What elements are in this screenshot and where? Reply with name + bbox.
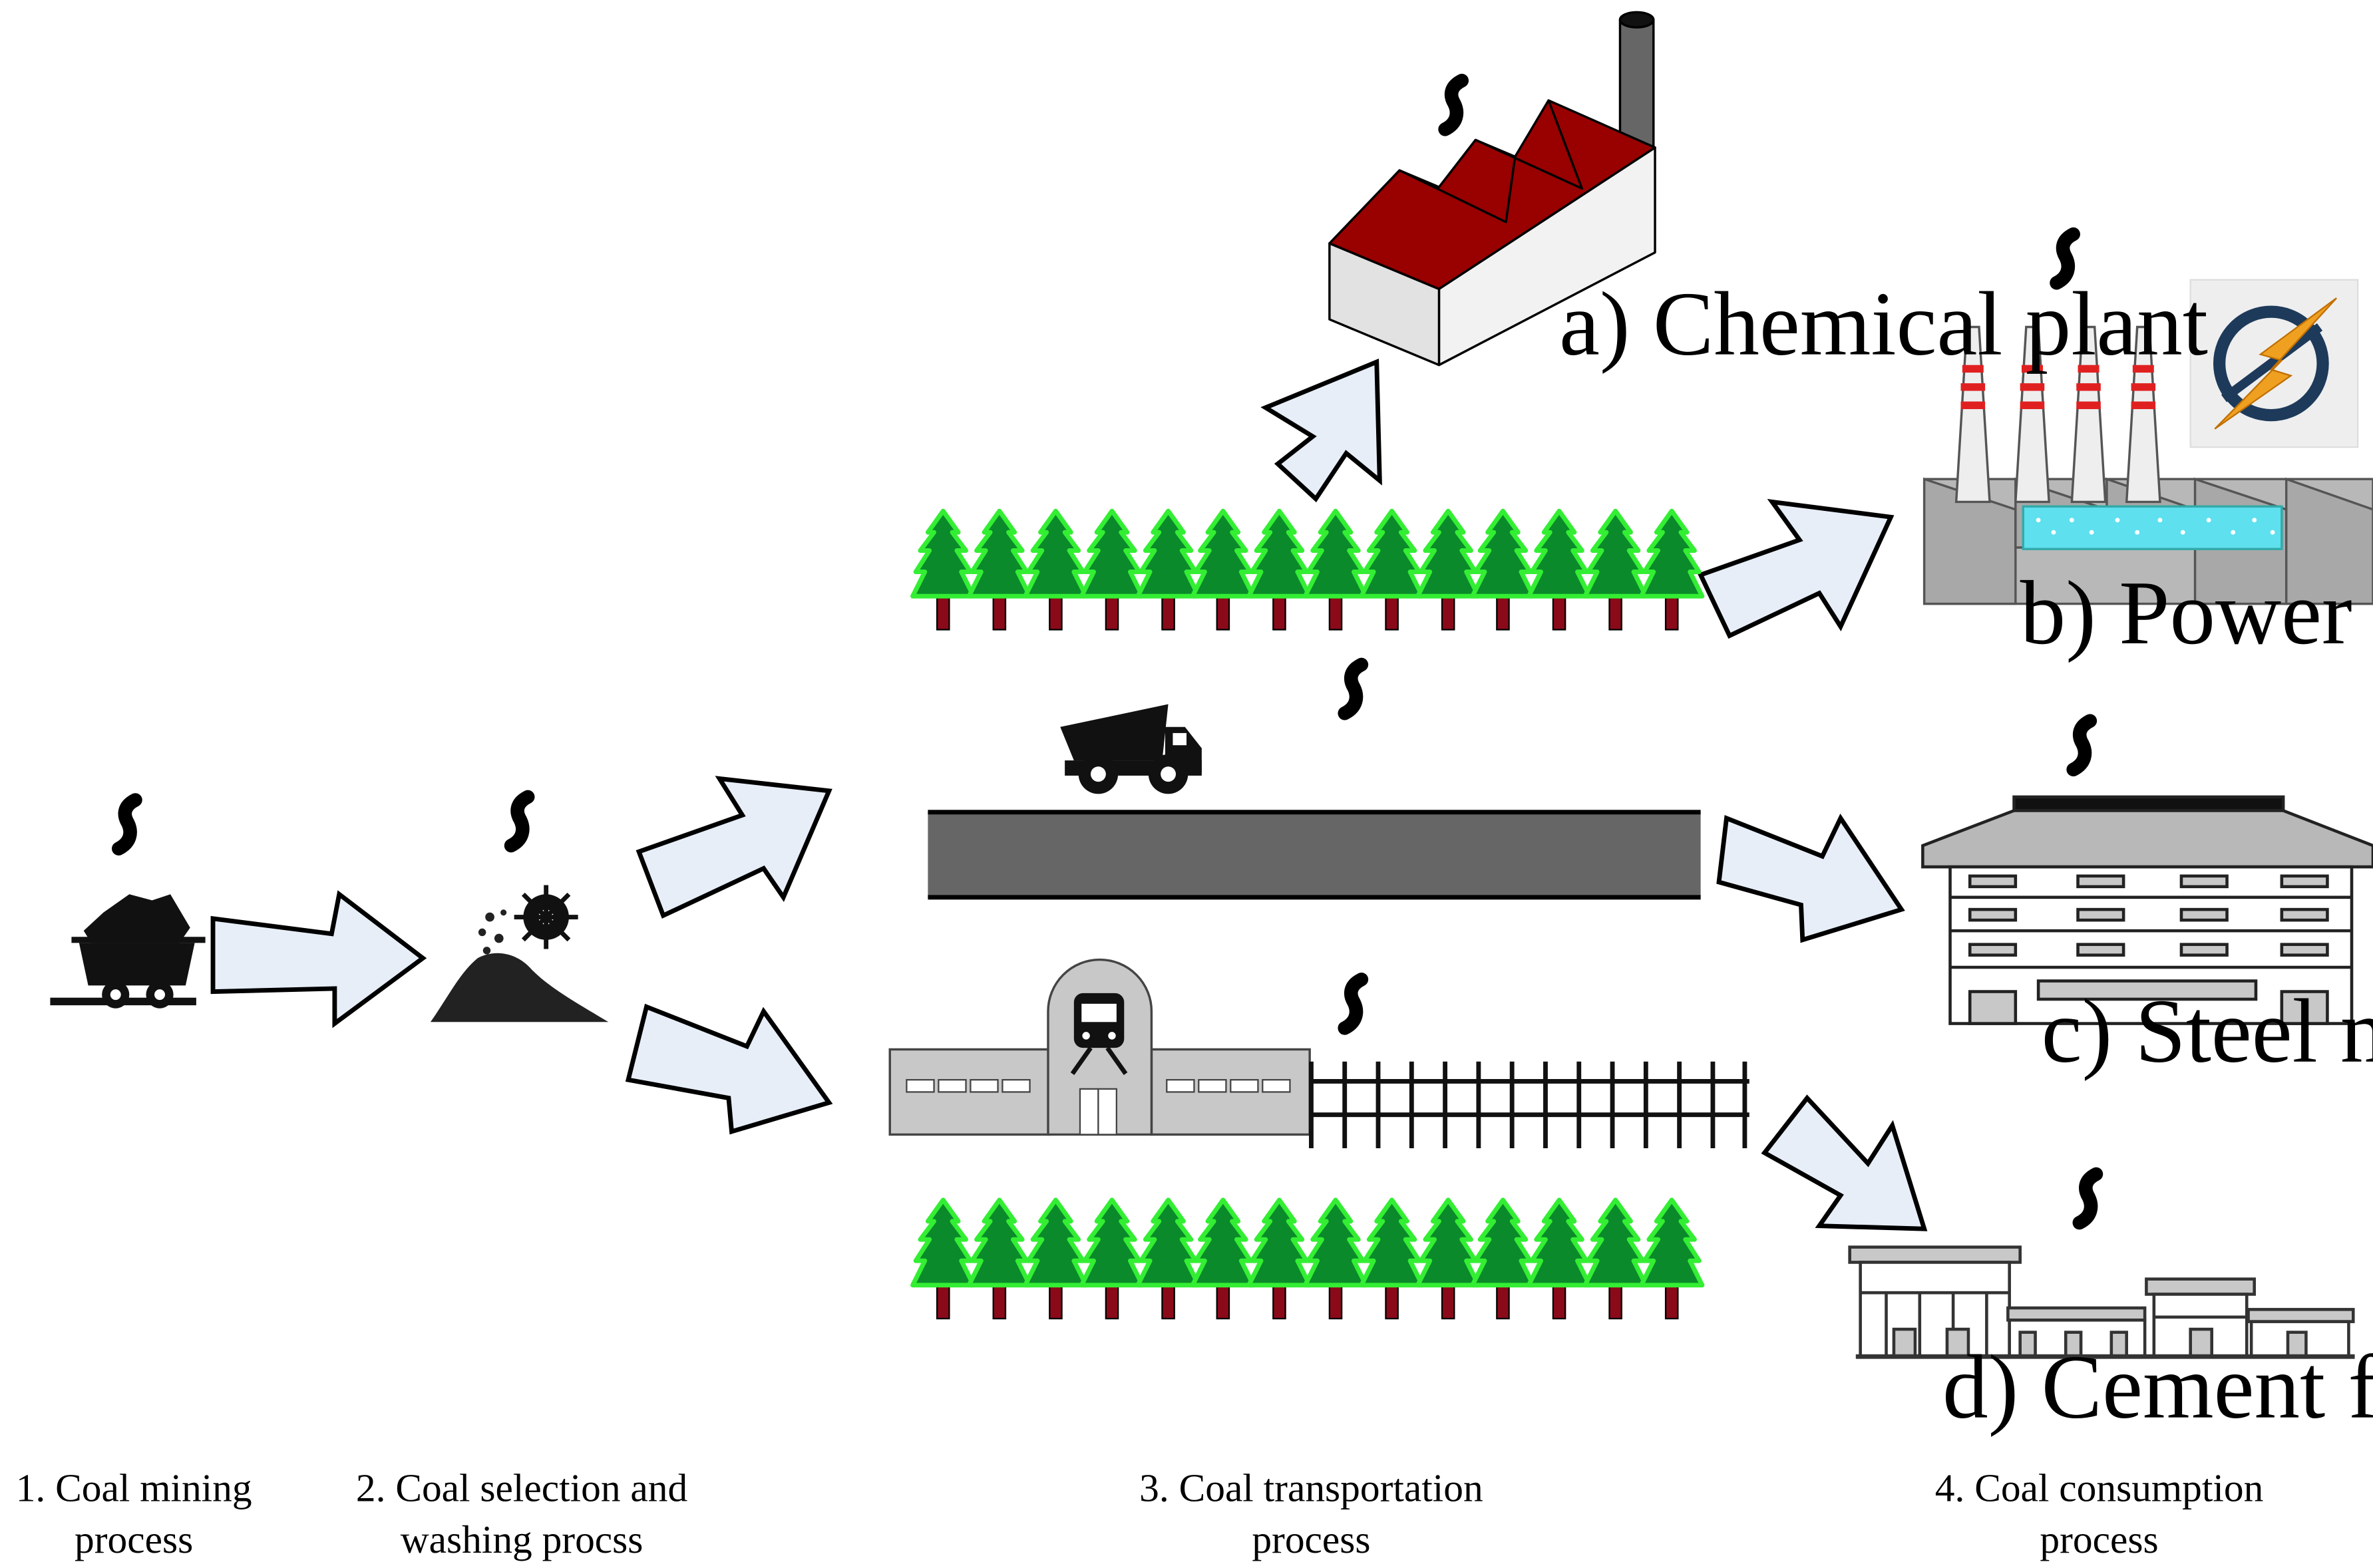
tree-icon (1641, 1200, 1702, 1319)
tree-icon (1025, 511, 1086, 629)
label-power-plant: b) Power plant (2020, 562, 2373, 663)
tree-icon (1641, 511, 1702, 629)
mine-cart-icon (50, 894, 206, 1009)
tree-icon (1529, 1200, 1589, 1319)
tree-icon (1192, 511, 1253, 629)
smoke-icon (118, 800, 135, 849)
tree-row-top (913, 511, 1702, 629)
tree-icon (913, 1200, 974, 1319)
stage-2-line1: 2. Coal selection and (356, 1466, 687, 1509)
road-icon (928, 810, 1701, 900)
chemical-plant-icon (1328, 11, 1656, 367)
smoke-icon (511, 797, 528, 846)
tree-icon (969, 1200, 1029, 1319)
label-chemical-plant: a) Chemical plant (1559, 273, 2208, 375)
flow-arrows (210, 359, 1928, 1231)
tree-icon (1138, 511, 1198, 629)
tree-icon (1585, 511, 1646, 629)
tree-icon (1529, 511, 1589, 629)
stage-labels: 1. Coal mining process 2. Coal selection… (16, 1466, 2264, 1561)
flow-arrow-icon (1260, 359, 1382, 503)
flow-arrow-icon (1716, 814, 1905, 943)
smoke-icon (1345, 665, 1362, 713)
tree-icon (1417, 511, 1478, 629)
tree-icon (1081, 1200, 1142, 1319)
tree-icon (1305, 511, 1366, 629)
tree-icon (1249, 511, 1310, 629)
smoke-icon (2074, 721, 2090, 770)
dump-truck-icon (1060, 704, 1202, 794)
stage-3-line1: 3. Coal transportation (1139, 1466, 1483, 1509)
stage-4-line2: process (2040, 1517, 2158, 1561)
tree-icon (1473, 511, 1533, 629)
flow-arrow-icon (1761, 1094, 1928, 1231)
tree-row-bottom (913, 1200, 1702, 1319)
tree-icon (1192, 1200, 1253, 1319)
tree-icon (1417, 1200, 1478, 1319)
stage-2-line2: washing procss (401, 1517, 643, 1561)
lightning-logo-icon (2189, 279, 2359, 448)
stage-4-line1: 4. Coal consumption (1935, 1466, 2263, 1509)
tree-icon (969, 511, 1029, 629)
tree-icon (1585, 1200, 1646, 1319)
power-plant-icon (1922, 325, 2373, 605)
train-station-icon (888, 958, 1311, 1136)
flow-arrow-icon (1697, 499, 1895, 639)
tree-icon (1138, 1200, 1198, 1319)
stage-1-line1: 1. Coal mining (16, 1466, 252, 1509)
steel-mill-icon (1921, 795, 2373, 1025)
label-steel-mill: c) Steel mill (2042, 981, 2373, 1082)
tree-icon (1362, 1200, 1422, 1319)
coal-pile-icon (430, 909, 609, 1022)
smoke-icon (1345, 979, 1362, 1028)
smoke-icon (2080, 1174, 2096, 1223)
tree-icon (1362, 511, 1422, 629)
washing-wheel-icon (514, 885, 578, 949)
tree-icon (913, 511, 974, 629)
flow-arrow-icon (625, 1003, 833, 1135)
label-cement-factory: d) Cement factory (1942, 1336, 2373, 1438)
railway-track-icon (1309, 1061, 1749, 1149)
cement-factory-icon (1848, 1245, 2355, 1359)
tree-icon (1249, 1200, 1310, 1319)
tree-icon (1025, 1200, 1086, 1319)
tree-icon (1473, 1200, 1533, 1319)
tree-icon (1305, 1200, 1366, 1319)
flow-arrow-icon (210, 890, 427, 1028)
stage-1-line2: process (75, 1517, 193, 1561)
tree-icon (1081, 511, 1142, 629)
stage-3-line2: process (1252, 1517, 1370, 1561)
flow-arrow-icon (636, 776, 832, 919)
smoke-icon (1445, 80, 1462, 129)
